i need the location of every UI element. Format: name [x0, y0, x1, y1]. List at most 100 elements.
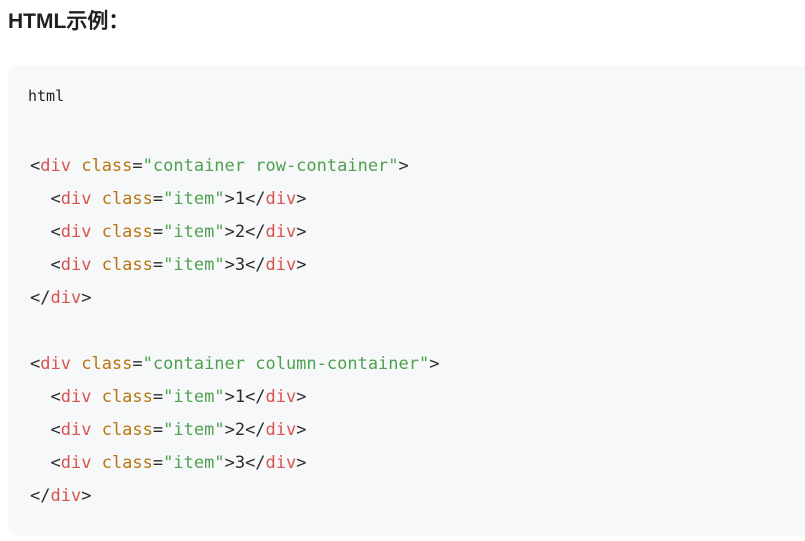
code-token-punct: </: [245, 189, 266, 209]
code-token-tag: div: [265, 387, 297, 407]
code-token-punct: =: [152, 387, 164, 407]
code-token-punct: >: [296, 420, 307, 440]
code-token-punct: </: [245, 453, 266, 473]
code-content[interactable]: <div class="container row-container"> <d…: [30, 150, 439, 513]
code-token-attr: class: [101, 420, 153, 440]
code-token-punct: <: [50, 453, 61, 473]
code-token-punct: >: [398, 156, 409, 176]
code-token-tag: div: [40, 354, 71, 374]
code-token-str: "item": [163, 420, 225, 440]
code-token-punct: >: [224, 387, 235, 407]
code-token-punct: [91, 255, 101, 275]
code-token-tag: div: [60, 222, 92, 242]
code-token-attr: class: [81, 156, 133, 176]
code-token-punct: <: [50, 255, 61, 275]
code-line: <div class="container row-container">: [30, 150, 439, 183]
code-token-str: "item": [163, 255, 225, 275]
code-token-tag: div: [40, 156, 71, 176]
section-heading: HTML示例：: [8, 10, 130, 33]
code-token-attr: class: [101, 387, 153, 407]
code-token-txt: 1: [234, 387, 246, 407]
code-language-label: html: [28, 87, 65, 105]
code-indent: [30, 420, 50, 440]
code-token-punct: <: [50, 222, 61, 242]
code-indent: [30, 453, 50, 473]
code-token-punct: >: [224, 222, 235, 242]
code-line: <div class="container column-container">: [30, 348, 439, 381]
code-token-str: "container column-container": [142, 354, 430, 374]
code-token-punct: >: [81, 288, 92, 308]
code-line: </div>: [30, 282, 439, 315]
code-token-txt: 2: [234, 222, 246, 242]
code-token-punct: </: [245, 387, 266, 407]
code-token-punct: >: [224, 453, 235, 473]
code-token-str: "container row-container": [142, 156, 399, 176]
code-token-tag: div: [265, 189, 297, 209]
code-token-tag: div: [265, 222, 297, 242]
code-token-str: "item": [163, 453, 225, 473]
code-token-punct: =: [152, 189, 164, 209]
code-token-attr: class: [101, 189, 153, 209]
code-token-punct: >: [224, 420, 235, 440]
code-line: <div class="item">2</div>: [30, 414, 439, 447]
code-token-str: "item": [163, 222, 225, 242]
code-token-punct: >: [429, 354, 440, 374]
code-token-punct: =: [152, 255, 164, 275]
code-line: [30, 315, 439, 348]
code-token-punct: </: [245, 222, 266, 242]
code-token-punct: <: [30, 354, 41, 374]
code-token-punct: [71, 354, 81, 374]
code-token-punct: =: [152, 222, 164, 242]
code-token-punct: =: [152, 453, 164, 473]
code-token-tag: div: [60, 387, 92, 407]
code-token-txt: 2: [234, 420, 246, 440]
code-token-punct: =: [132, 354, 143, 374]
code-line: <div class="item">3</div>: [30, 447, 439, 480]
code-token-punct: </: [30, 486, 51, 506]
code-token-punct: >: [296, 387, 307, 407]
code-token-punct: >: [296, 255, 307, 275]
code-token-tag: div: [60, 189, 92, 209]
code-token-punct: >: [296, 453, 307, 473]
code-token-txt: 3: [234, 255, 246, 275]
code-token-punct: [91, 222, 101, 242]
code-token-punct: [91, 420, 101, 440]
code-token-tag: div: [60, 420, 92, 440]
code-token-tag: div: [265, 420, 297, 440]
code-token-punct: <: [50, 387, 61, 407]
code-line: <div class="item">1</div>: [30, 381, 439, 414]
code-indent: [30, 387, 50, 407]
code-indent: [30, 255, 50, 275]
code-token-attr: class: [101, 222, 153, 242]
code-token-punct: >: [296, 222, 307, 242]
code-token-punct: [71, 156, 81, 176]
code-token-tag: div: [50, 486, 82, 506]
code-token-tag: div: [60, 453, 92, 473]
code-token-tag: div: [265, 453, 297, 473]
code-block: html <div class="container row-container…: [8, 66, 805, 536]
code-token-tag: div: [265, 255, 297, 275]
code-token-punct: =: [152, 420, 164, 440]
code-token-punct: </: [30, 288, 51, 308]
code-indent: [30, 222, 50, 242]
code-token-punct: [91, 453, 101, 473]
code-token-punct: <: [50, 420, 61, 440]
code-token-punct: >: [224, 255, 235, 275]
code-token-punct: =: [132, 156, 143, 176]
code-token-punct: >: [224, 189, 235, 209]
code-token-punct: </: [245, 255, 266, 275]
code-token-attr: class: [81, 354, 133, 374]
code-token-str: "item": [163, 387, 225, 407]
code-line: <div class="item">2</div>: [30, 216, 439, 249]
code-indent: [30, 189, 50, 209]
code-token-punct: [91, 189, 101, 209]
code-line: </div>: [30, 480, 439, 513]
code-token-tag: div: [50, 288, 82, 308]
code-token-str: "item": [163, 189, 225, 209]
code-line: <div class="item">3</div>: [30, 249, 439, 282]
code-token-punct: <: [30, 156, 41, 176]
code-token-punct: <: [50, 189, 61, 209]
code-token-punct: </: [245, 420, 266, 440]
code-line: <div class="item">1</div>: [30, 183, 439, 216]
code-token-tag: div: [60, 255, 92, 275]
